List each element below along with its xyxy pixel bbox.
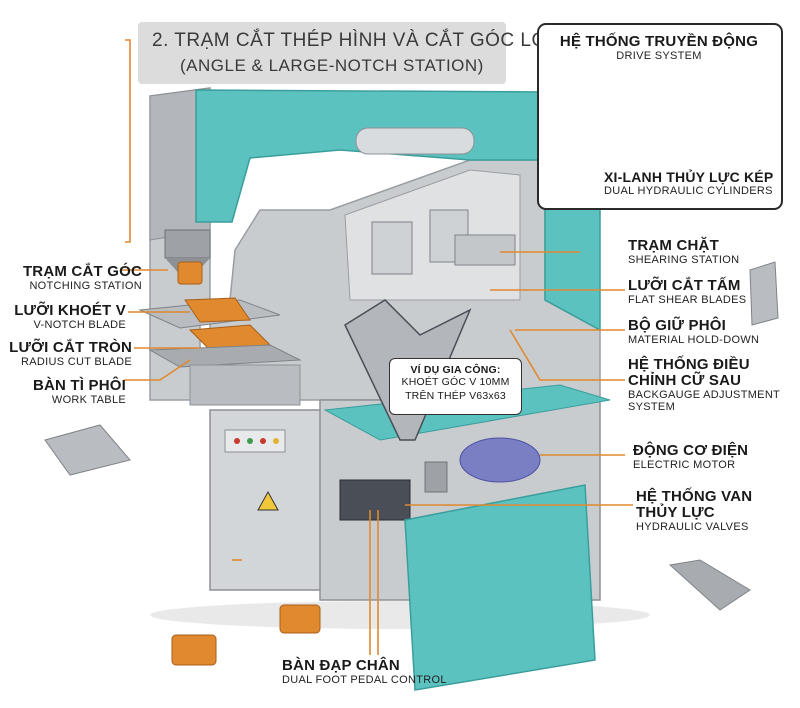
bracket-sample bbox=[749, 261, 779, 326]
label-backgauge: HỆ THỐNG ĐIỀU CHỈNH CỮ SAU BACKGAUGE ADJ… bbox=[628, 357, 780, 414]
green-button bbox=[247, 438, 253, 444]
backgauge-vn-1: HỆ THỐNG ĐIỀU bbox=[628, 356, 750, 373]
v-notch-blade bbox=[184, 297, 251, 323]
page-subtitle: (ANGLE & LARGE-NOTCH STATION) bbox=[180, 56, 484, 75]
page-title: 2. TRẠM CẮT THÉP HÌNH VÀ CẮT GÓC LỚN bbox=[152, 30, 563, 51]
valve-block bbox=[339, 479, 411, 521]
orange-collar bbox=[177, 261, 203, 285]
backgauge-en-2: SYSTEM bbox=[628, 401, 676, 414]
shearing-vn: TRẠM CHẶT bbox=[628, 237, 719, 254]
v-notch-vn: LƯỠI KHOÉT V bbox=[14, 302, 126, 319]
backgauge-vn-2: CHỈNH CỮ SAU bbox=[628, 371, 742, 389]
teal-door bbox=[404, 484, 596, 691]
label-v-notch-blade: LƯỠI KHOÉT V V-NOTCH BLADE bbox=[8, 303, 126, 331]
upper-cylinder-housing bbox=[355, 127, 475, 155]
label-hold-down: BỘ GIỮ PHÔI MATERIAL HOLD-DOWN bbox=[628, 318, 759, 346]
label-work-table: BÀN TÌ PHÔI WORK TABLE bbox=[8, 378, 126, 406]
drive-system-label: HỆ THỐNG TRUYỀN ĐỘNG DRIVE SYSTEM bbox=[540, 34, 778, 62]
shear-plate bbox=[454, 234, 516, 266]
drive-system-vn: HỆ THỐNG TRUYỀN ĐỘNG bbox=[559, 33, 759, 50]
valve-2 bbox=[424, 461, 448, 493]
label-shear-blades: LƯỠI CẮT TẤM FLAT SHEAR BLADES bbox=[628, 278, 746, 306]
label-radius-blade: LƯỠI CẮT TRÒN RADIUS CUT BLADE bbox=[8, 340, 132, 368]
motor-en: ELECTRIC MOTOR bbox=[633, 458, 736, 471]
shear-blades-vn: LƯỠI CẮT TẤM bbox=[628, 277, 741, 294]
v-notch-en: V-NOTCH BLADE bbox=[33, 318, 126, 331]
warning-sign bbox=[257, 490, 279, 511]
valves-en: HYDRAULIC VALVES bbox=[636, 520, 749, 533]
valves-vn-1: HỆ THỐNG VAN bbox=[636, 488, 753, 505]
label-hydraulic-valves: HỆ THỐNG VAN THỦY LỰC HYDRAULIC VALVES bbox=[636, 489, 752, 533]
shear-block bbox=[371, 221, 413, 275]
leader-work-table bbox=[124, 359, 191, 381]
hold-down-vn: BỘ GIỮ PHÔI bbox=[628, 317, 726, 334]
motor-vn: ĐỘNG CƠ ĐIỆN bbox=[633, 442, 749, 459]
foot-pedal-2 bbox=[171, 634, 217, 666]
shearing-en: SHEARING STATION bbox=[628, 253, 740, 266]
shear-blades-en: FLAT SHEAR BLADES bbox=[628, 293, 747, 306]
notching-vn: TRẠM CẮT GÓC bbox=[22, 263, 142, 280]
work-table-vn: BÀN TÌ PHÔI bbox=[32, 377, 126, 394]
radius-en: RADIUS CUT BLADE bbox=[21, 355, 132, 368]
hold-down-en: MATERIAL HOLD-DOWN bbox=[628, 333, 760, 346]
label-foot-pedal: BÀN ĐẠP CHÂN DUAL FOOT PEDAL CONTROL bbox=[282, 658, 447, 686]
angle-sample-right bbox=[668, 559, 751, 611]
leader-bracket bbox=[125, 39, 131, 243]
example-callout: VÍ DỤ GIA CÔNG: KHOÉT GÓC V 10MM TRÊN TH… bbox=[389, 358, 522, 415]
red-button-2 bbox=[260, 438, 266, 444]
valves-vn-2: THỦY LỰC bbox=[636, 503, 715, 521]
example-title: VÍ DỤ GIA CÔNG: bbox=[410, 364, 501, 376]
control-panel bbox=[224, 429, 286, 453]
notching-en: NOTCHING STATION bbox=[29, 279, 142, 292]
leader-lines bbox=[120, 39, 633, 655]
backgauge-en-1: BACKGAUGE ADJUSTMENT bbox=[628, 388, 781, 401]
label-notching-station: TRẠM CẮT GÓC NOTCHING STATION bbox=[8, 264, 142, 292]
red-button bbox=[234, 438, 240, 444]
flat-sample bbox=[44, 424, 131, 476]
foot-pedal-1 bbox=[279, 604, 321, 634]
work-table-en: WORK TABLE bbox=[51, 393, 126, 406]
drive-system-inset bbox=[537, 23, 783, 210]
title-banner bbox=[138, 22, 506, 84]
label-electric-motor: ĐỘNG CƠ ĐIỆN ELECTRIC MOTOR bbox=[633, 443, 748, 471]
drive-system-en: DRIVE SYSTEM bbox=[616, 49, 702, 62]
yellow-button bbox=[273, 438, 279, 444]
pedal-en: DUAL FOOT PEDAL CONTROL bbox=[282, 673, 447, 686]
pedal-vn: BÀN ĐẠP CHÂN bbox=[282, 657, 400, 674]
cylinder-vn: XI-LANH THỦY LỰC KÉP bbox=[604, 169, 774, 185]
radius-vn: LƯỠI CẮT TRÒN bbox=[9, 339, 132, 356]
label-shearing-station: TRẠM CHẶT SHEARING STATION bbox=[628, 238, 739, 266]
cylinder-en: DUAL HYDRAULIC CYLINDERS bbox=[604, 184, 773, 197]
cylinder-label: XI-LANH THỦY LỰC KÉP DUAL HYDRAULIC CYLI… bbox=[604, 170, 773, 197]
example-line-1: KHOÉT GÓC V 10MM bbox=[401, 376, 510, 388]
leader-backgauge bbox=[509, 329, 625, 381]
example-line-2: TRÊN THÉP V63x63 bbox=[405, 389, 506, 402]
motor-body bbox=[459, 437, 541, 483]
lower-box bbox=[189, 364, 301, 406]
ram-head bbox=[164, 229, 211, 259]
